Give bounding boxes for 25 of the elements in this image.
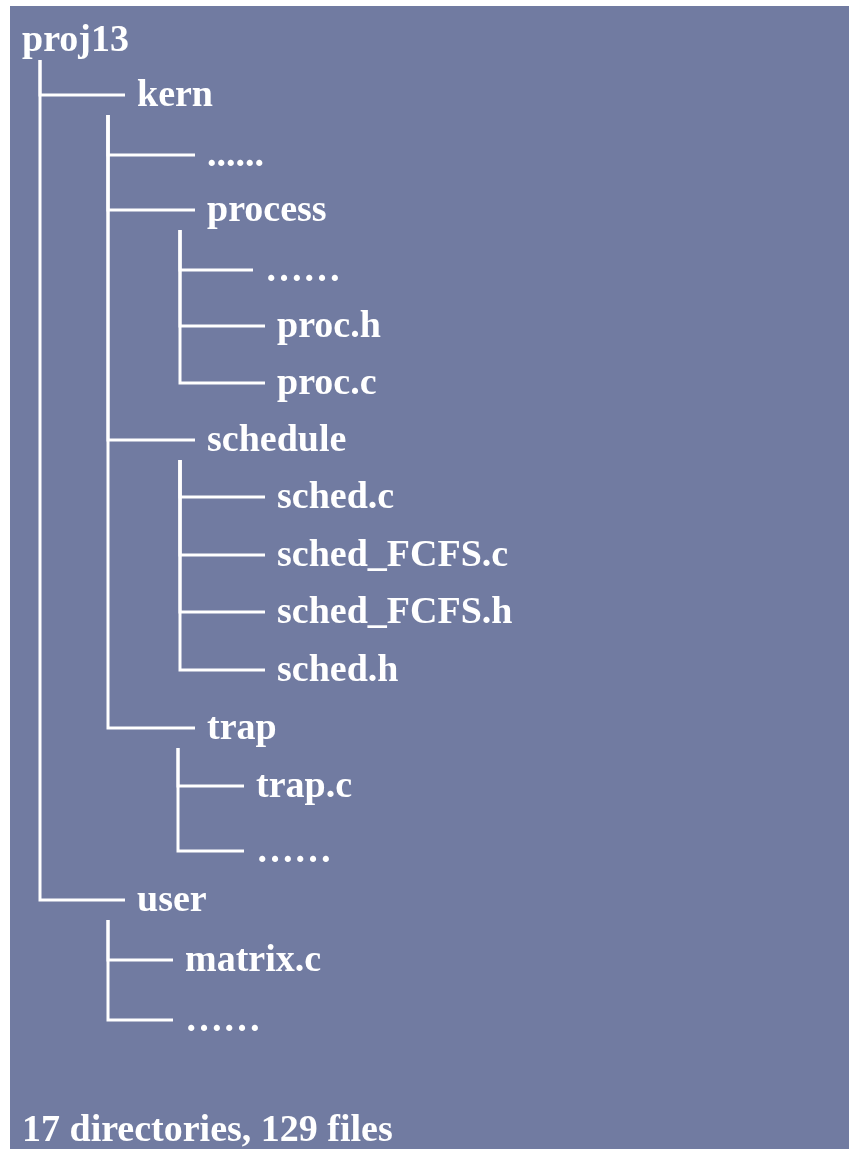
tree-entry: trap.c — [256, 762, 353, 806]
tree-entry: sched_FCFS.c — [277, 531, 509, 575]
tree-entry: …… — [185, 996, 261, 1040]
tree-entry: sched.c — [277, 473, 395, 517]
tree-connector — [38, 60, 125, 902]
tree-entry: trap — [174, 704, 277, 748]
tree-entry: process — [176, 186, 327, 230]
tree-entry: schedule — [176, 416, 347, 460]
tree-connector — [106, 920, 173, 1022]
tree-connector — [176, 748, 244, 853]
tree-entry: kern — [104, 71, 213, 115]
tree-connector — [106, 115, 195, 730]
tree-entry: proc.h — [277, 302, 381, 346]
tree-entry: ...... — [207, 131, 264, 175]
tree-entry: user — [104, 876, 207, 920]
tree-connector — [178, 230, 265, 385]
tree-connector — [178, 460, 265, 672]
tree-entry: proj13 — [22, 16, 129, 60]
tree-entry: …… — [256, 827, 332, 871]
tree-entry: sched_FCFS.h — [277, 588, 513, 632]
tree-entry: matrix.c — [185, 936, 322, 980]
tree-entry: sched.h — [277, 646, 399, 690]
tree-entry: …… — [265, 246, 341, 290]
tree-entry: proc.c — [277, 359, 377, 403]
summary-text: 17 directories, 129 files — [22, 1106, 393, 1149]
